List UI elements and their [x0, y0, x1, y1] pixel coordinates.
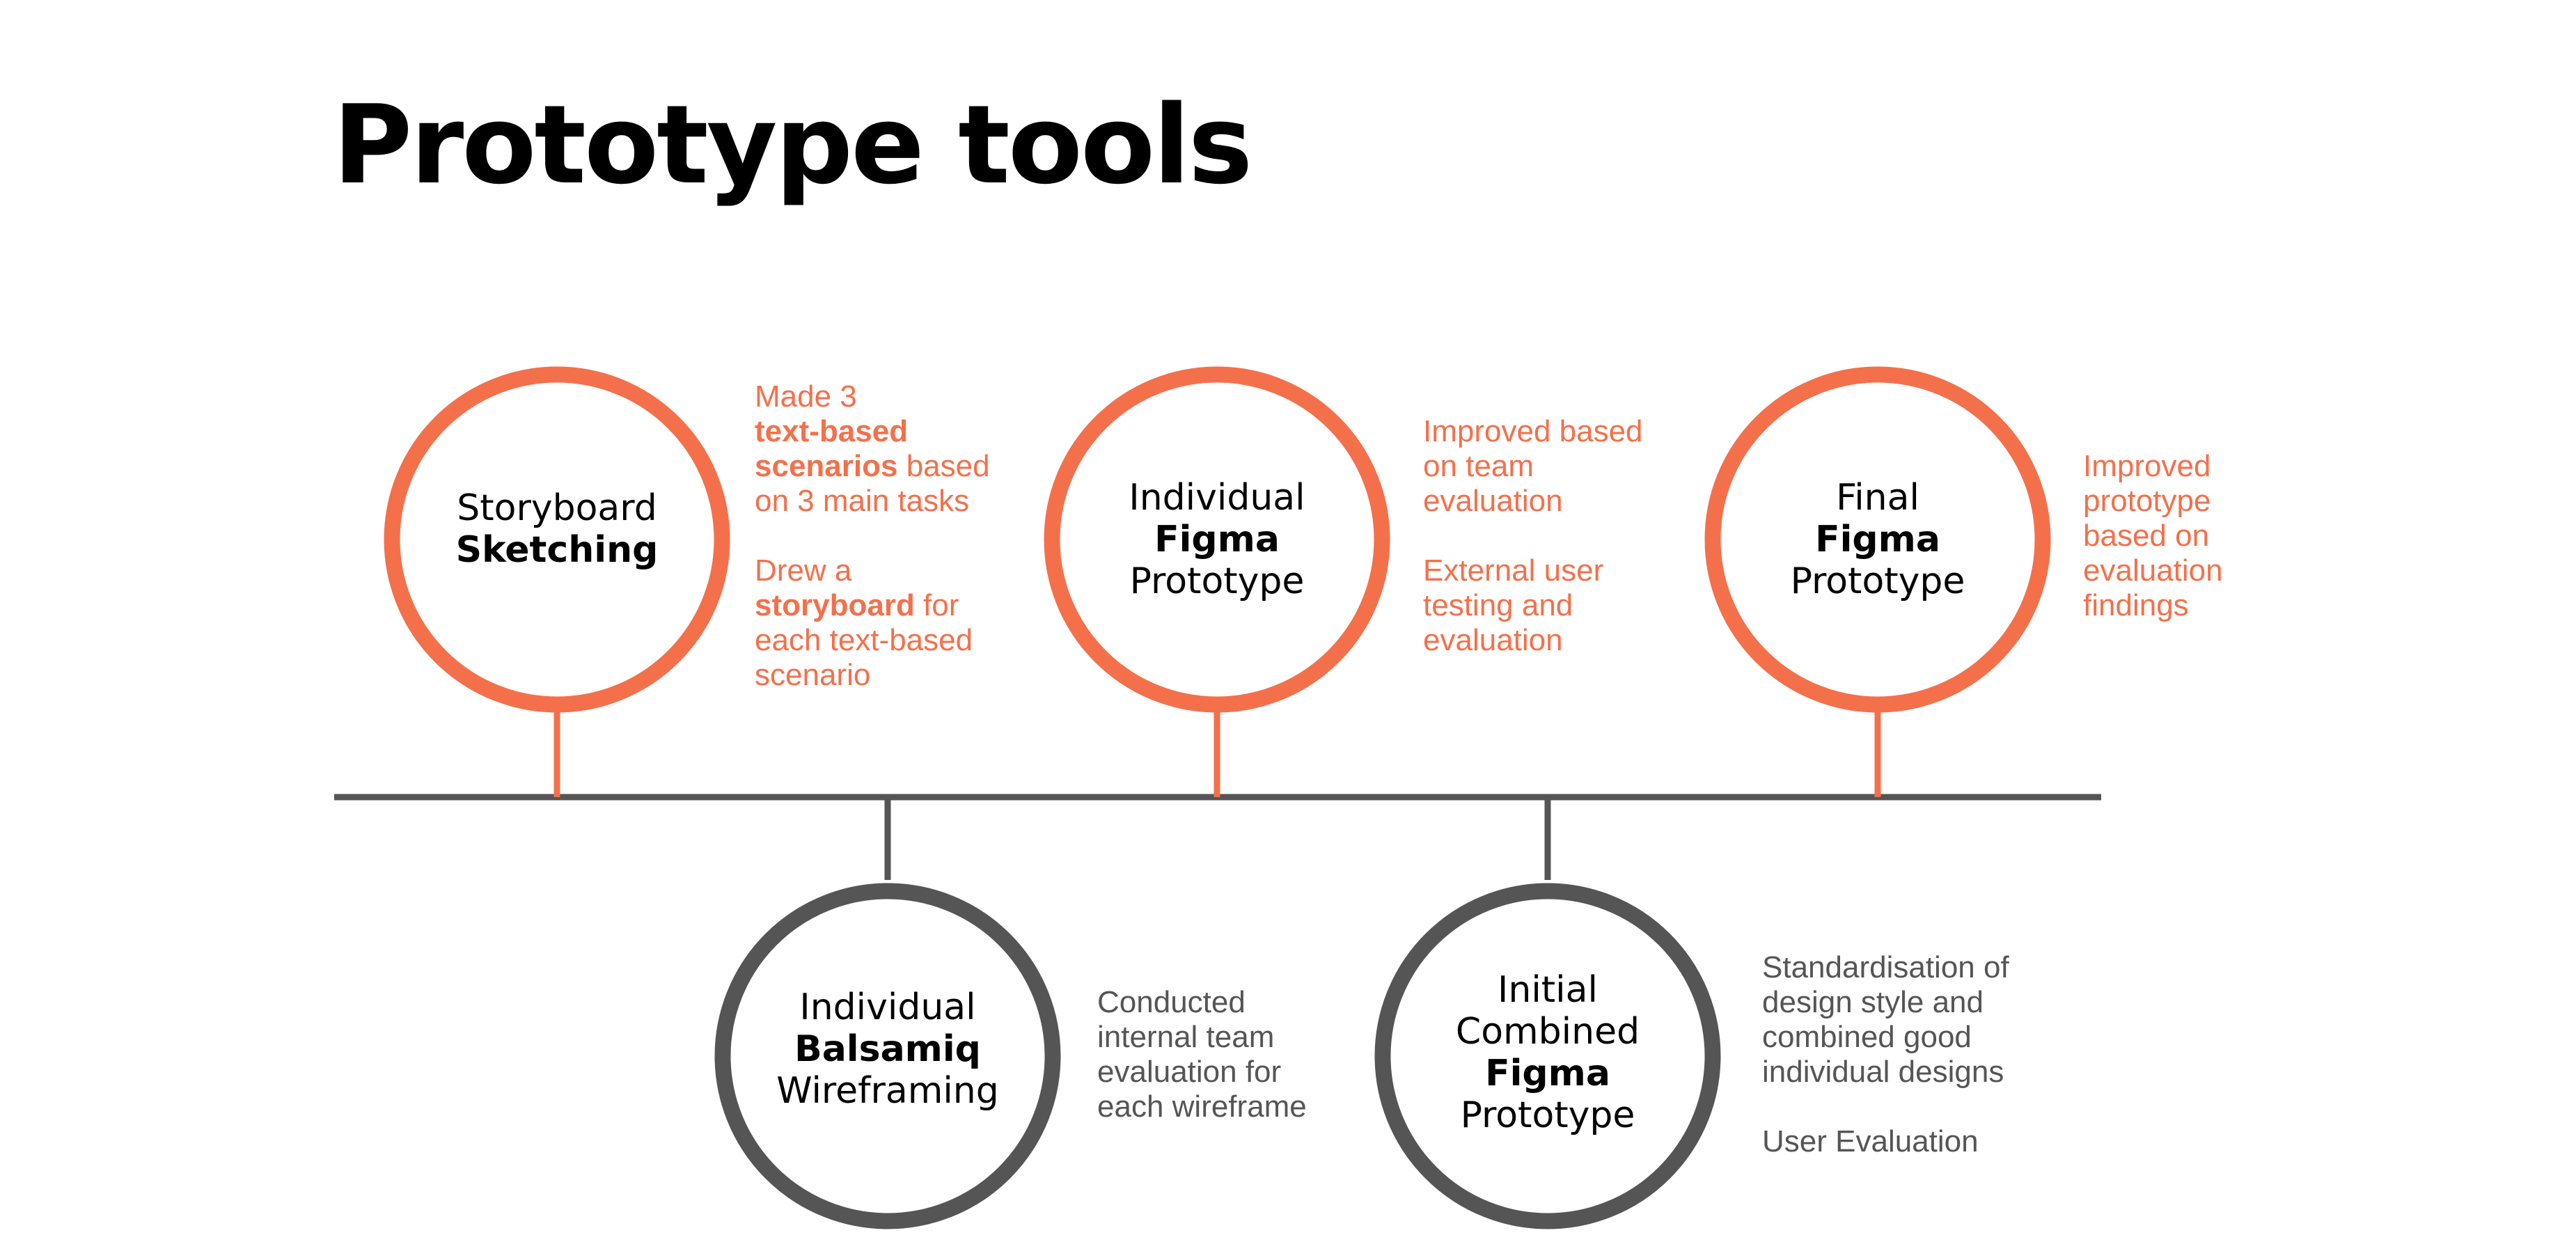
note-emphasis: text-based — [755, 414, 909, 448]
note-line: External user — [1423, 553, 1604, 588]
note-line: evaluation — [2083, 553, 2223, 588]
stage-notes-individual-figma: Improved based on team evaluation Extern… — [1423, 414, 1643, 658]
stage-notes-final-figma: Improved prototype based on evaluation f… — [2083, 449, 2223, 623]
stage-label-line: Combined — [1455, 1011, 1640, 1053]
stage-label-balsamiq: Individual Balsamiq Wireframing — [748, 986, 1027, 1112]
note-line: on team — [1423, 449, 1534, 483]
note-line: combined good — [1762, 1020, 1972, 1054]
stage-label-line: Individual — [799, 986, 976, 1028]
note-line: prototype — [2083, 484, 2211, 518]
stage-label-tool: Figma — [1485, 1053, 1610, 1094]
note-line: evaluation — [1423, 484, 1563, 518]
stage-notes-storyboard: Made 3 text-based scenarios based on 3 m… — [755, 379, 990, 693]
stage-label-combined-figma: Initial Combined Figma Prototype — [1408, 969, 1687, 1136]
stage-label-line: Prototype — [1790, 560, 1965, 602]
note-line: Improved — [2083, 449, 2211, 483]
note-line: on 3 main tasks — [755, 484, 970, 518]
note-line: testing and — [1423, 588, 1573, 622]
stage-circle-balsamiq — [714, 883, 1061, 1229]
note-line: design style and — [1762, 985, 1984, 1019]
stage-label-tool: Sketching — [455, 529, 659, 571]
note-line: for — [914, 588, 959, 622]
note-line: evaluation — [1423, 623, 1563, 657]
note-emphasis: storyboard — [755, 588, 915, 622]
stage-circle-final-figma — [1704, 366, 2051, 713]
stage-notes-balsamiq: Conducted internal team evaluation for e… — [1097, 985, 1307, 1124]
stage-label-line: Individual — [1129, 477, 1305, 519]
note-line: User Evaluation — [1762, 1124, 1979, 1158]
note-line: scenario — [755, 658, 871, 692]
stage-label-tool: Figma — [1154, 519, 1280, 560]
page-title: Prototype tools — [333, 81, 1252, 208]
stage-circle-individual-figma — [1044, 366, 1390, 713]
stage-label-storyboard: Storyboard Sketching — [418, 487, 696, 571]
note-emphasis: scenarios — [755, 449, 898, 483]
note-line: Standardisation of — [1762, 950, 2009, 984]
note-line: internal team — [1097, 1020, 1275, 1054]
note-line: individual designs — [1762, 1055, 2004, 1089]
stage-circle-storyboard — [384, 366, 730, 713]
stage-label-tool: Balsamiq — [794, 1028, 981, 1070]
note-line: each text-based — [755, 623, 973, 657]
note-line: based on — [2083, 519, 2210, 553]
stage-circle-combined-figma — [1374, 883, 1721, 1229]
stage-label-line: Storyboard — [457, 487, 657, 529]
note-line: evaluation for — [1097, 1055, 1282, 1089]
note-line: Drew a — [755, 553, 852, 588]
stage-label-final-figma: Final Figma Prototype — [1738, 477, 2017, 602]
stage-label-tool: Figma — [1815, 519, 1940, 560]
note-line: based — [897, 449, 990, 483]
note-line: findings — [2083, 588, 2189, 622]
note-line: Made 3 — [755, 379, 857, 414]
stage-label-line: Initial — [1498, 969, 1598, 1011]
stage-label-line: Prototype — [1129, 560, 1305, 602]
stage-notes-combined-figma: Standardisation of design style and comb… — [1762, 950, 2009, 1159]
note-line: Conducted — [1097, 985, 1246, 1019]
stage-label-line: Prototype — [1460, 1094, 1635, 1136]
note-line: Improved based — [1423, 414, 1643, 448]
stage-label-line: Final — [1836, 477, 1919, 519]
note-line: each wireframe — [1097, 1090, 1307, 1124]
stage-label-line: Wireframing — [776, 1070, 999, 1112]
stage-label-individual-figma: Individual Figma Prototype — [1078, 477, 1356, 602]
